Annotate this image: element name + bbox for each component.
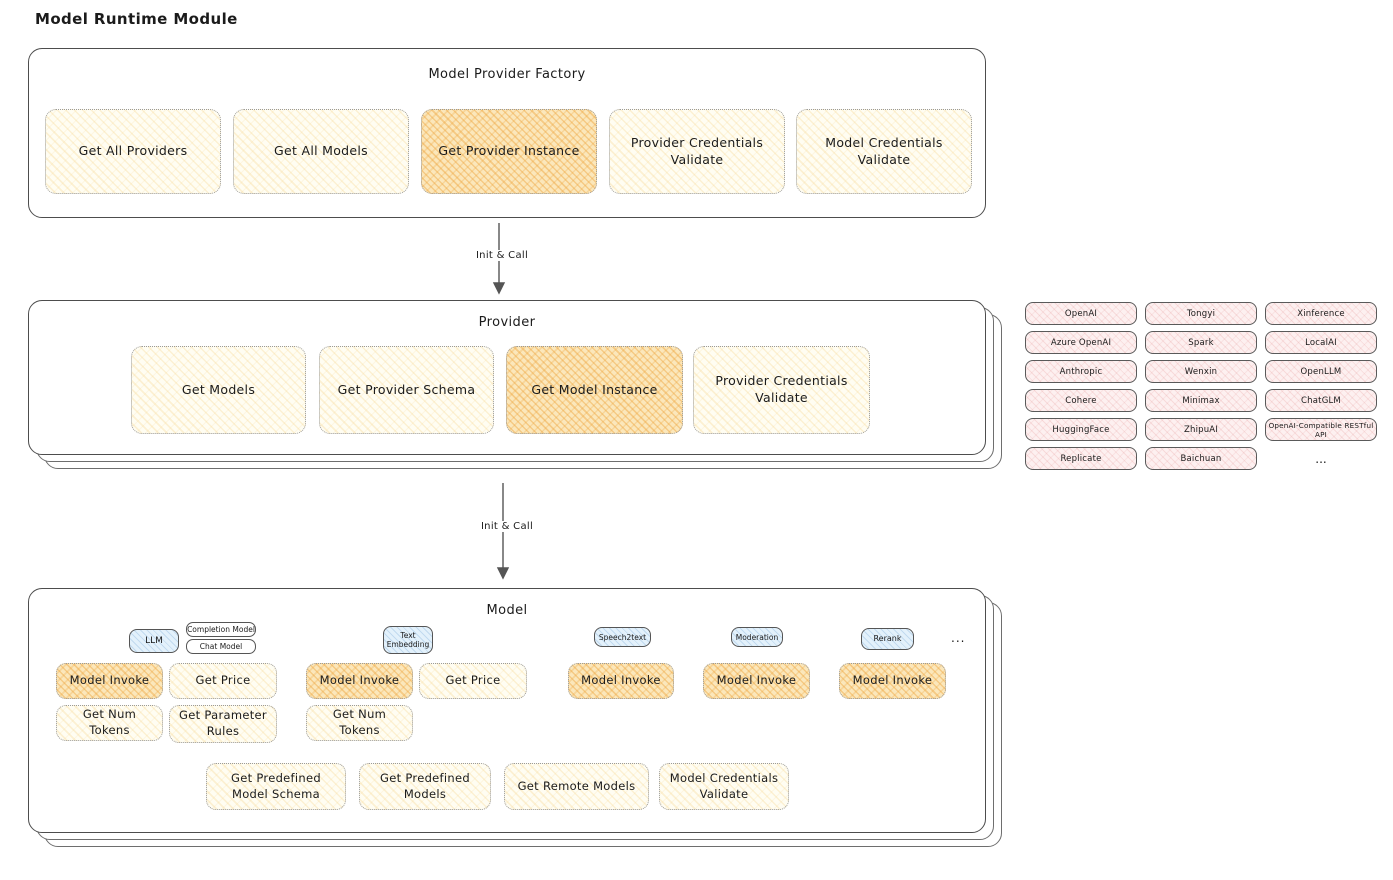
node-llm-get-parameter-rules: Get Parameter Rules [169, 705, 277, 743]
provider-pill-localai: LocalAI [1265, 331, 1377, 354]
provider-pill-openai: OpenAI [1025, 302, 1137, 325]
provider-pill-wenxin: Wenxin [1145, 360, 1257, 383]
node-get-remote-models: Get Remote Models [504, 763, 649, 810]
node-embedding-get-num-tokens: Get Num Tokens [306, 705, 413, 741]
tag-chat-model: Chat Model [186, 639, 256, 654]
provider-pill-huggingface: HuggingFace [1025, 418, 1137, 441]
provider-pill-openai-compatible-restful-api: OpenAI-Compatible RESTful API [1265, 418, 1377, 441]
provider-pill-zhipuai: ZhipuAI [1145, 418, 1257, 441]
factory-panel: Model Provider Factory Get All Providers… [28, 48, 986, 218]
provider-pill-xinference: Xinference [1265, 302, 1377, 325]
tag-llm: LLM [129, 629, 179, 653]
node-embedding-get-price: Get Price [419, 663, 527, 699]
provider-pill-spark: Spark [1145, 331, 1257, 354]
init-call-label-2: Init & Call [460, 521, 554, 532]
factory-panel-title: Model Provider Factory [428, 67, 586, 82]
providers-grid: OpenAI Tongyi Xinference Azure OpenAI Sp… [1025, 302, 1377, 470]
provider-pill-anthropic: Anthropic [1025, 360, 1137, 383]
node-llm-get-num-tokens: Get Num Tokens [56, 705, 163, 741]
provider-pill-minimax: Minimax [1145, 389, 1257, 412]
model-panel: Model LLM Completion Model Chat Model Te… [28, 588, 986, 833]
tag-moderation: Moderation [731, 627, 783, 647]
model-tags-ellipsis: ... [951, 631, 966, 645]
node-moderation-model-invoke: Model Invoke [703, 663, 810, 699]
provider-panel-title: Provider [478, 315, 536, 330]
provider-pill-cohere: Cohere [1025, 389, 1137, 412]
node-provider-credentials-validate: Provider Credentials Validate [609, 109, 785, 194]
init-call-label-1: Init & Call [455, 250, 549, 261]
providers-grid-ellipsis: ... [1315, 451, 1327, 466]
node-llm-get-price: Get Price [169, 663, 277, 699]
provider-pill-baichuan: Baichuan [1145, 447, 1257, 470]
node-llm-model-invoke: Model Invoke [56, 663, 163, 699]
tag-speech2text: Speech2text [594, 627, 651, 647]
node-model-credentials-validate-2: Model Credentials Validate [659, 763, 789, 810]
provider-pill-replicate: Replicate [1025, 447, 1137, 470]
node-rerank-model-invoke: Model Invoke [839, 663, 946, 699]
tag-completion-model: Completion Model [186, 622, 256, 637]
provider-panel: Provider Get Models Get Provider Schema … [28, 300, 986, 455]
tag-text-embedding: Text Embedding [383, 626, 433, 654]
node-get-model-instance: Get Model Instance [506, 346, 683, 434]
node-get-predefined-model-schema: Get Predefined Model Schema [206, 763, 346, 810]
node-embedding-model-invoke: Model Invoke [306, 663, 413, 699]
provider-pill-azure-openai: Azure OpenAI [1025, 331, 1137, 354]
page-title: Model Runtime Module [35, 10, 238, 28]
tag-rerank: Rerank [861, 628, 914, 650]
node-model-credentials-validate: Model Credentials Validate [796, 109, 972, 194]
node-get-all-providers: Get All Providers [45, 109, 221, 194]
node-get-models: Get Models [131, 346, 306, 434]
node-get-predefined-models: Get Predefined Models [359, 763, 491, 810]
provider-pill-chatglm: ChatGLM [1265, 389, 1377, 412]
provider-pill-openllm: OpenLLM [1265, 360, 1377, 383]
node-speech2text-model-invoke: Model Invoke [568, 663, 674, 699]
model-panel-title: Model [486, 603, 528, 618]
node-get-all-models: Get All Models [233, 109, 409, 194]
node-get-provider-schema: Get Provider Schema [319, 346, 494, 434]
node-get-provider-instance: Get Provider Instance [421, 109, 597, 194]
node-provider-credentials-validate-2: Provider Credentials Validate [693, 346, 870, 434]
provider-pill-tongyi: Tongyi [1145, 302, 1257, 325]
